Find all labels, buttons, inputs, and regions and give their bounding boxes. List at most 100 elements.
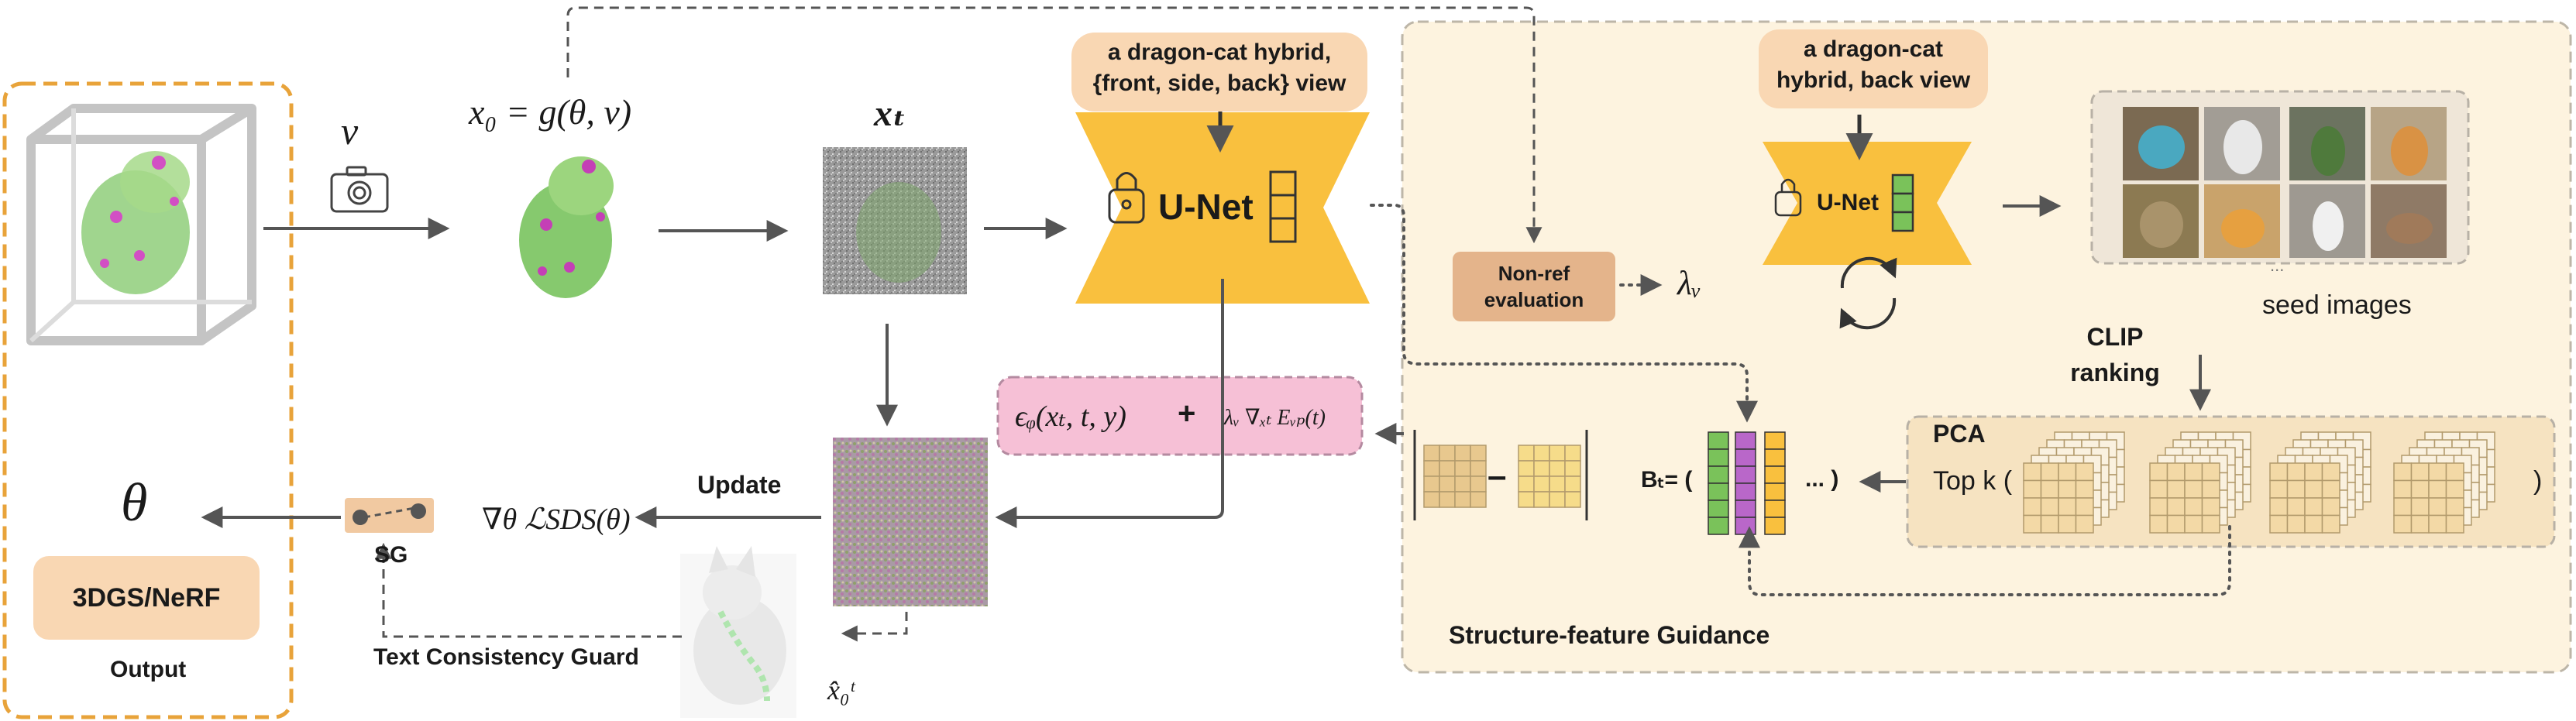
pca-map-cell [2428,479,2447,499]
bt-green-cell [1708,482,1729,501]
seed-caption: seed images [2262,290,2412,320]
pca-map-cell [2410,479,2430,499]
pca-map-cell [2410,497,2430,517]
diff-map-b-cell [1533,460,1550,477]
diff-map-b-cell [1518,476,1535,493]
topk-label: Top k ( [1933,466,2013,496]
diff-map-b-cell [1533,445,1550,462]
output-caption: Output [110,657,187,682]
diff-map-a-cell [1470,491,1487,508]
pca-map-cell [2023,514,2042,534]
noisy-label: xₜ [874,93,906,134]
pca-map-cell [2393,462,2413,482]
bt-orange-cell [1764,482,1786,501]
camera-icon [330,166,389,213]
sds-gradient: ∇θ ℒSDS(θ) [482,503,631,536]
v-label: v [341,109,359,153]
diff-map-b-cell [1533,491,1550,508]
pca-map-cell [2445,514,2464,534]
pca-map-cell [2304,514,2323,534]
pca-map-cell [2445,497,2464,517]
pca-map-cell [2410,462,2430,482]
pca-map-cell [2393,514,2413,534]
bt-purple-cell [1735,431,1756,450]
pca-map-cell [2321,514,2340,534]
sg-switch-icon [345,498,434,533]
unet-small-stack [1891,173,1914,232]
pca-map-cell [2075,462,2094,482]
seed-ellipsis: ... [2270,256,2285,275]
diff-map-b-cell [1549,476,1566,493]
nonref-line-1: Non-ref [1498,262,1570,285]
clip-line-1: CLIP [2086,323,2144,351]
diff-map-a-cell [1454,460,1471,477]
unet-main-shape [1075,112,1370,304]
pca-map-cell [2166,497,2186,517]
x0-hat-label: x̂₀ᵗ [827,675,855,706]
unet-small-label: U-Net [1817,190,1879,215]
bt-label: Bₜ= ( [1641,467,1693,493]
pca-map-cell [2023,462,2042,482]
diff-map-b-cell [1564,491,1581,508]
bt-purple-cell [1735,482,1756,501]
diff-map-b-cell [1564,476,1581,493]
bt-close: ... ) [1805,466,1839,492]
bt-purple-cell [1735,517,1756,535]
pca-map-cell [2040,462,2059,482]
pca-map-cell [2286,479,2306,499]
pca-map-cell [2149,462,2168,482]
dashed-arrows [375,6,1543,642]
pca-map-cell [2410,514,2430,534]
theta-label: θ [121,473,148,533]
pca-map-cell [2393,479,2413,499]
panel-prompt-line-2: hybrid, back view [1776,67,1971,93]
bt-orange-cell [1764,500,1786,518]
main-prompt-line-1: a dragon-cat hybrid, [1107,39,1332,65]
pca-map-cell [2445,479,2464,499]
diff-map-a-cell [1454,491,1471,508]
diff-map-b-cell [1533,476,1550,493]
diff-map-a-cell [1470,460,1487,477]
diff-minus: – [1487,457,1507,495]
pca-map-cell [2184,462,2203,482]
seed-images-grid [2123,107,2447,258]
output-box [2,81,294,719]
pca-map-cell [2058,497,2077,517]
cube-wireframe [26,104,256,345]
pca-map-cell [2321,479,2340,499]
diff-map-a-cell [1439,491,1456,508]
panel-prompt: a dragon-cat hybrid, back view [1759,29,1988,108]
diff-map-b-cell [1518,460,1535,477]
bt-green-cell [1708,465,1729,484]
rendered-dragon [519,156,614,298]
pca-map-cell [2269,479,2289,499]
diff-map-a-cell [1470,445,1487,462]
dragon-cat-3d [81,151,190,294]
diff-map-b-cell [1564,445,1581,462]
model-label-box: 3DGS/NeRF [33,556,260,640]
pca-map-cell [2286,497,2306,517]
pca-map-cell [2023,497,2042,517]
pca-map-cell [2075,497,2094,517]
bt-orange-cell [1764,465,1786,484]
eps-lambda-term: λᵥ ∇ₓₜ Eᵥₚ(t) [1224,406,1326,430]
diff-map-b-cell [1564,460,1581,477]
x0-hat-cat [680,546,796,718]
pca-map-cell [2269,462,2289,482]
pca-map-cell [2040,479,2059,499]
bt-green-cell [1708,517,1729,535]
pca-map-cell [2023,479,2042,499]
pca-map-cell [2149,514,2168,534]
pca-map-cell [2321,462,2340,482]
pca-map-cell [2040,497,2059,517]
model-label: 3DGS/NeRF [72,582,221,613]
pca-map-cell [2166,514,2186,534]
pca-map-cell [2428,497,2447,517]
pca-map-cell [2321,497,2340,517]
diff-map-a-cell [1423,491,1440,508]
diff-map-a-cell [1454,445,1471,462]
pca-map-cell [2304,462,2323,482]
update-label: Update [697,471,782,499]
